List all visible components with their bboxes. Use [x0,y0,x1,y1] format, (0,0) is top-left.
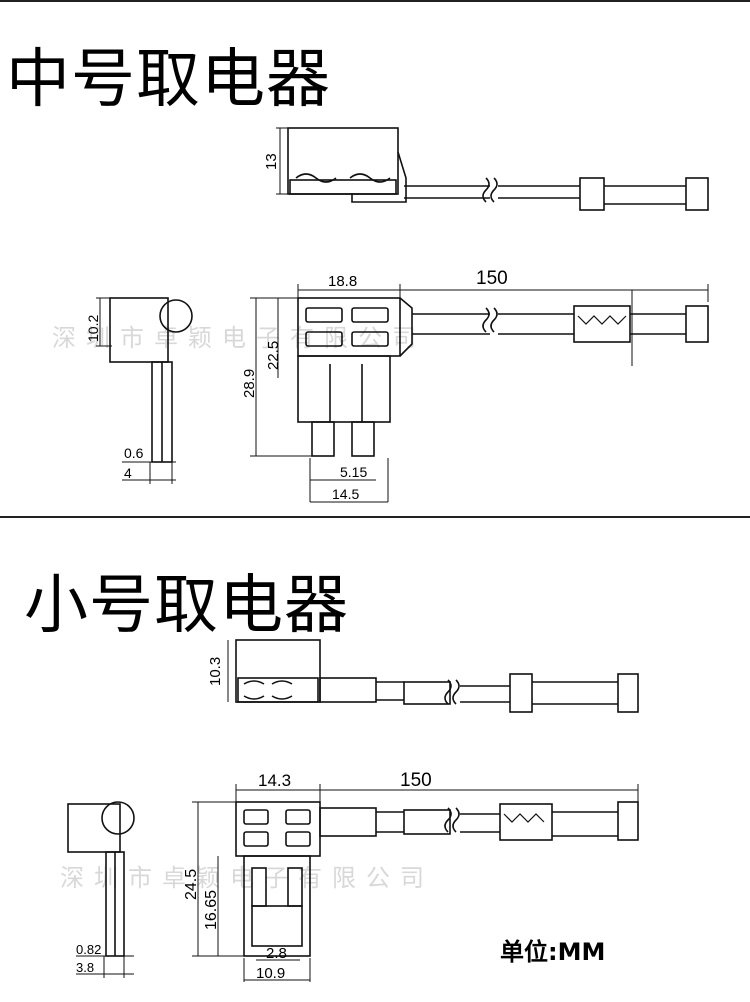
dim-medium-inner-height: 22.5 [265,341,282,370]
medium-panel: 中号取电器 深圳市卓颖电子有限公司 13 [0,0,750,503]
dim-medium-end-height: 10.2 [85,315,101,342]
small-title: 小号取电器 [24,569,349,643]
dim-small-side-height: 10.3 [207,657,224,686]
dim-medium-total-height: 28.9 [241,369,258,398]
small-panel: 小号取电器 深圳市卓颖电子有限公司 单位:MM 10.3 [0,516,750,1002]
small-drawing: 10.3 0.82 3.8 [67,639,639,982]
medium-side-view: 13 [263,127,709,211]
medium-end-view: 10.2 0.6 4 [85,297,193,484]
small-end-view: 0.82 3.8 [67,801,135,978]
dim-small-total-height: 24.5 [183,869,200,900]
medium-drawing: 13 10.2 0.6 4 [85,127,709,503]
dim-small-blade-width: 2.8 [266,945,287,962]
dim-medium-blade-thick: 0.6 [124,445,144,461]
dim-medium-top-width: 18.8 [328,273,357,290]
small-watermark: 深圳市卓颖电子有限公司 [60,864,434,892]
dim-small-body-width: 10.9 [256,965,285,982]
small-side-view: 10.3 [207,639,639,713]
dim-small-top-width: 14.3 [258,771,291,790]
dim-medium-end-width: 4 [124,465,132,481]
dim-small-end-width: 3.8 [76,960,94,975]
medium-title: 中号取电器 [6,43,331,117]
unit-label: 单位:MM [500,938,606,966]
dim-medium-body-width: 14.5 [332,486,359,502]
medium-watermark: 深圳市卓颖电子有限公司 [52,324,426,352]
dim-small-wire-length: 150 [400,770,432,791]
small-front-view: 14.3 150 24.5 16.65 2.8 10.9 [183,770,639,982]
dim-small-blade-thick: 0.82 [76,942,101,957]
dim-medium-side-height: 13 [263,153,280,170]
dim-small-inner-height: 16.65 [203,890,220,930]
dim-medium-wire-length: 150 [476,268,508,289]
medium-front-view: 18.8 150 22.5 28.9 5.15 14.5 [241,268,709,503]
dim-medium-blade-width: 5.15 [340,464,367,480]
